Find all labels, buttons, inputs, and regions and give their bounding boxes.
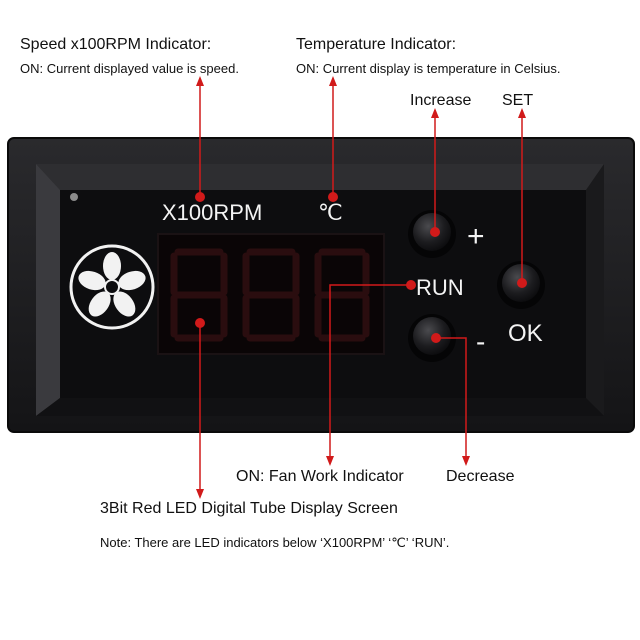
temperature-indicator-title: Temperature Indicator: xyxy=(296,36,457,53)
decrease-button-hit[interactable] xyxy=(408,312,456,360)
display-screen-label: 3Bit Red LED Digital Tube Display Screen xyxy=(100,500,398,517)
dim-digits xyxy=(170,248,370,342)
run-label: RUN xyxy=(416,275,464,300)
plus-label: + xyxy=(467,220,485,253)
rpm-label: X100RPM xyxy=(162,200,263,225)
panel-bevel-bottom xyxy=(36,398,604,416)
minus-label: - xyxy=(476,326,486,357)
pointer-arrowheads xyxy=(196,76,526,499)
set-ok-button-hit[interactable] xyxy=(497,259,545,307)
pointer-dots xyxy=(195,192,527,343)
temperature-indicator-description: ON: Current display is temperature in Ce… xyxy=(296,61,561,76)
panel-bevel-right xyxy=(586,164,604,416)
speed-indicator-title: Speed x100RPM Indicator: xyxy=(20,36,212,53)
fan-work-indicator-label: ON: Fan Work Indicator xyxy=(236,468,404,485)
speed-indicator-description: ON: Current displayed value is speed. xyxy=(20,61,239,76)
increase-button-hit[interactable] xyxy=(408,208,456,256)
panel-bevel-left xyxy=(36,164,60,416)
led-note: Note: There are LED indicators below ‘X1… xyxy=(100,535,450,550)
celsius-label: ℃ xyxy=(318,200,343,225)
ok-label: OK xyxy=(508,320,543,347)
increase-label: Increase xyxy=(410,92,472,109)
set-label: SET xyxy=(502,92,534,109)
status-dot xyxy=(70,193,78,201)
panel-bevel-top xyxy=(36,164,604,190)
decrease-label: Decrease xyxy=(446,468,515,485)
fan-icon xyxy=(69,244,155,330)
pointer-lines xyxy=(199,80,523,495)
